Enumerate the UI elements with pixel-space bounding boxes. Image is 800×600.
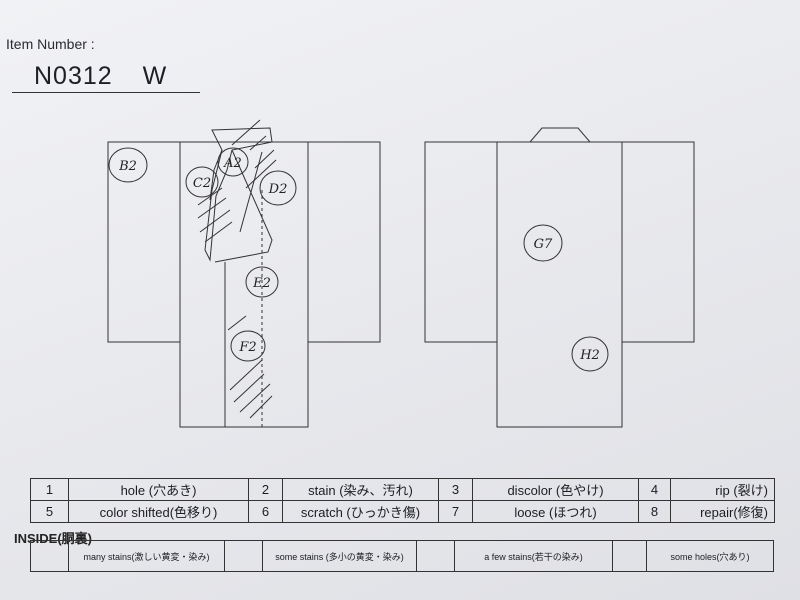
marker-circle — [245, 266, 279, 298]
marker-circle — [185, 166, 219, 198]
inside-checkbox[interactable] — [417, 541, 455, 571]
inside-condition-table: many stains(激しい黄変・染み) some stains (多小の黄変… — [30, 540, 774, 572]
legend-label: discolor (色やけ) — [473, 479, 639, 501]
hatch-mark — [199, 209, 231, 233]
inside-option: a few stains(若干の染み) — [455, 541, 613, 571]
marker-circle — [523, 224, 563, 262]
inside-option: many stains(激しい黄変・染み) — [69, 541, 225, 571]
hatch-mark — [227, 315, 247, 331]
defect-legend-table: 1 hole (穴あき) 2 stain (染み、汚れ) 3 discolor … — [30, 478, 775, 523]
back-right-sleeve — [621, 141, 695, 343]
legend-num: 5 — [31, 501, 69, 523]
marker-g7: G7 — [534, 237, 553, 252]
hatch-mark — [249, 135, 267, 151]
legend-label: color shifted(色移り) — [69, 501, 249, 523]
hatch-mark — [254, 149, 275, 169]
front-right-sleeve — [307, 141, 381, 343]
legend-num: 3 — [439, 479, 473, 501]
hatch-mark — [249, 395, 273, 419]
marker-e2: E2 — [252, 276, 271, 291]
back-body — [496, 141, 623, 428]
legend-label: rip (裂け) — [671, 479, 775, 501]
marker-circle — [259, 170, 297, 206]
marker-f2: F2 — [238, 340, 256, 355]
item-number-value: N0312 W — [34, 62, 167, 91]
legend-num: 2 — [249, 479, 283, 501]
marker-a2: A2 — [223, 156, 242, 171]
item-number-underline — [12, 92, 200, 93]
marker-c2: C2 — [193, 176, 211, 191]
back-left-sleeve — [424, 141, 498, 343]
hatch-mark — [245, 159, 277, 189]
legend-num: 6 — [249, 501, 283, 523]
legend-num: 1 — [31, 479, 69, 501]
item-suffix: W — [142, 62, 168, 90]
legend-label: scratch (ひっかき傷) — [283, 501, 439, 523]
front-collar — [204, 127, 273, 262]
legend-num: 4 — [639, 479, 671, 501]
inside-option: some stains (多小の黄変・染み) — [263, 541, 417, 571]
kimono-diagram: B2 A2 C2 D2 E2 F2 G7 H2 — [107, 119, 695, 428]
hatch-mark — [233, 373, 265, 403]
item-number-label: Item Number : — [6, 36, 95, 52]
inside-option: some holes(穴あり) — [670, 551, 750, 562]
legend-num: 8 — [639, 501, 671, 523]
item-code: N0312 — [34, 62, 113, 90]
inside-title: INSIDE(胴裏) — [14, 531, 93, 546]
back-collar — [528, 127, 592, 143]
legend-label: loose (ほつれ) — [473, 501, 639, 523]
collar-edge — [231, 119, 261, 146]
hatch-mark — [239, 383, 271, 413]
marker-b2: B2 — [118, 159, 137, 174]
inside-checkbox[interactable] — [225, 541, 263, 571]
legend-label: hole (穴あき) — [69, 479, 249, 501]
hatch-mark — [204, 221, 233, 243]
marker-circle — [108, 147, 148, 183]
marker-d2: D2 — [268, 182, 288, 197]
legend-label: repair(修復) — [671, 501, 775, 523]
inside-checkbox[interactable] — [613, 541, 647, 571]
marker-h2: H2 — [579, 348, 600, 363]
hatch-mark — [197, 197, 227, 219]
hatch-mark — [229, 359, 263, 391]
marker-circle — [217, 147, 249, 177]
hatch-mark — [197, 187, 223, 206]
marker-circle — [230, 330, 266, 362]
front-body — [179, 141, 309, 428]
legend-num: 7 — [439, 501, 473, 523]
legend-label: stain (染み、汚れ) — [283, 479, 439, 501]
inside-checkbox[interactable] — [31, 541, 69, 571]
marker-circle — [571, 336, 609, 372]
